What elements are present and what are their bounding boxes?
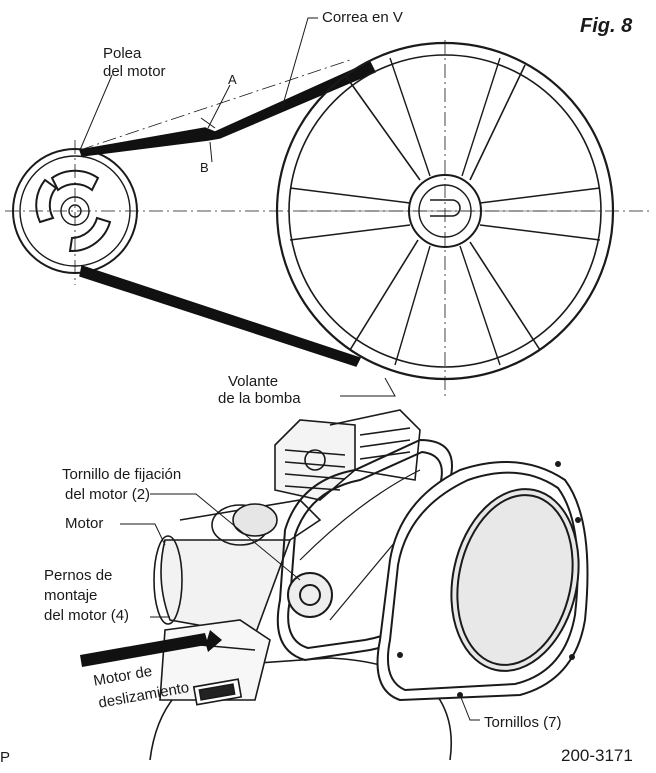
pump-block bbox=[274, 409, 421, 501]
label-fixing-screw-2: del motor (2) bbox=[65, 486, 151, 503]
label-motor: Motor bbox=[65, 515, 104, 532]
label-point-b: B bbox=[200, 160, 209, 175]
label-v-belt: Correa en V bbox=[322, 9, 403, 26]
belt-guard-cover bbox=[376, 461, 589, 702]
label-flywheel-2: de la bomba bbox=[218, 390, 301, 407]
corner-mark: P bbox=[0, 749, 11, 766]
screws-markers bbox=[397, 461, 581, 698]
label-motor-pulley-1: Polea bbox=[103, 45, 142, 62]
deflection-marks bbox=[200, 84, 231, 163]
label-fixing-screw-1: Tornillo de fijación bbox=[62, 466, 182, 483]
label-motor-pulley-2: del motor bbox=[103, 63, 166, 80]
label-bolts-2: montaje bbox=[44, 587, 98, 604]
pump-flywheel bbox=[275, 41, 615, 381]
v-belt bbox=[79, 61, 376, 367]
leader-lines-bottom bbox=[120, 493, 480, 721]
figure-number: Fig. 8 bbox=[580, 15, 633, 37]
label-point-a: A bbox=[228, 72, 237, 87]
label-flywheel-1: Volante bbox=[228, 373, 279, 390]
label-bolts-3: del motor (4) bbox=[44, 607, 130, 624]
slide-arrow bbox=[80, 630, 222, 667]
label-screws: Tornillos (7) bbox=[484, 714, 562, 731]
part-number: 200-3171 bbox=[561, 746, 633, 765]
label-bolts-1: Pernos de bbox=[44, 567, 113, 584]
leader-lines-top bbox=[79, 17, 396, 397]
electric-motor bbox=[153, 499, 322, 636]
